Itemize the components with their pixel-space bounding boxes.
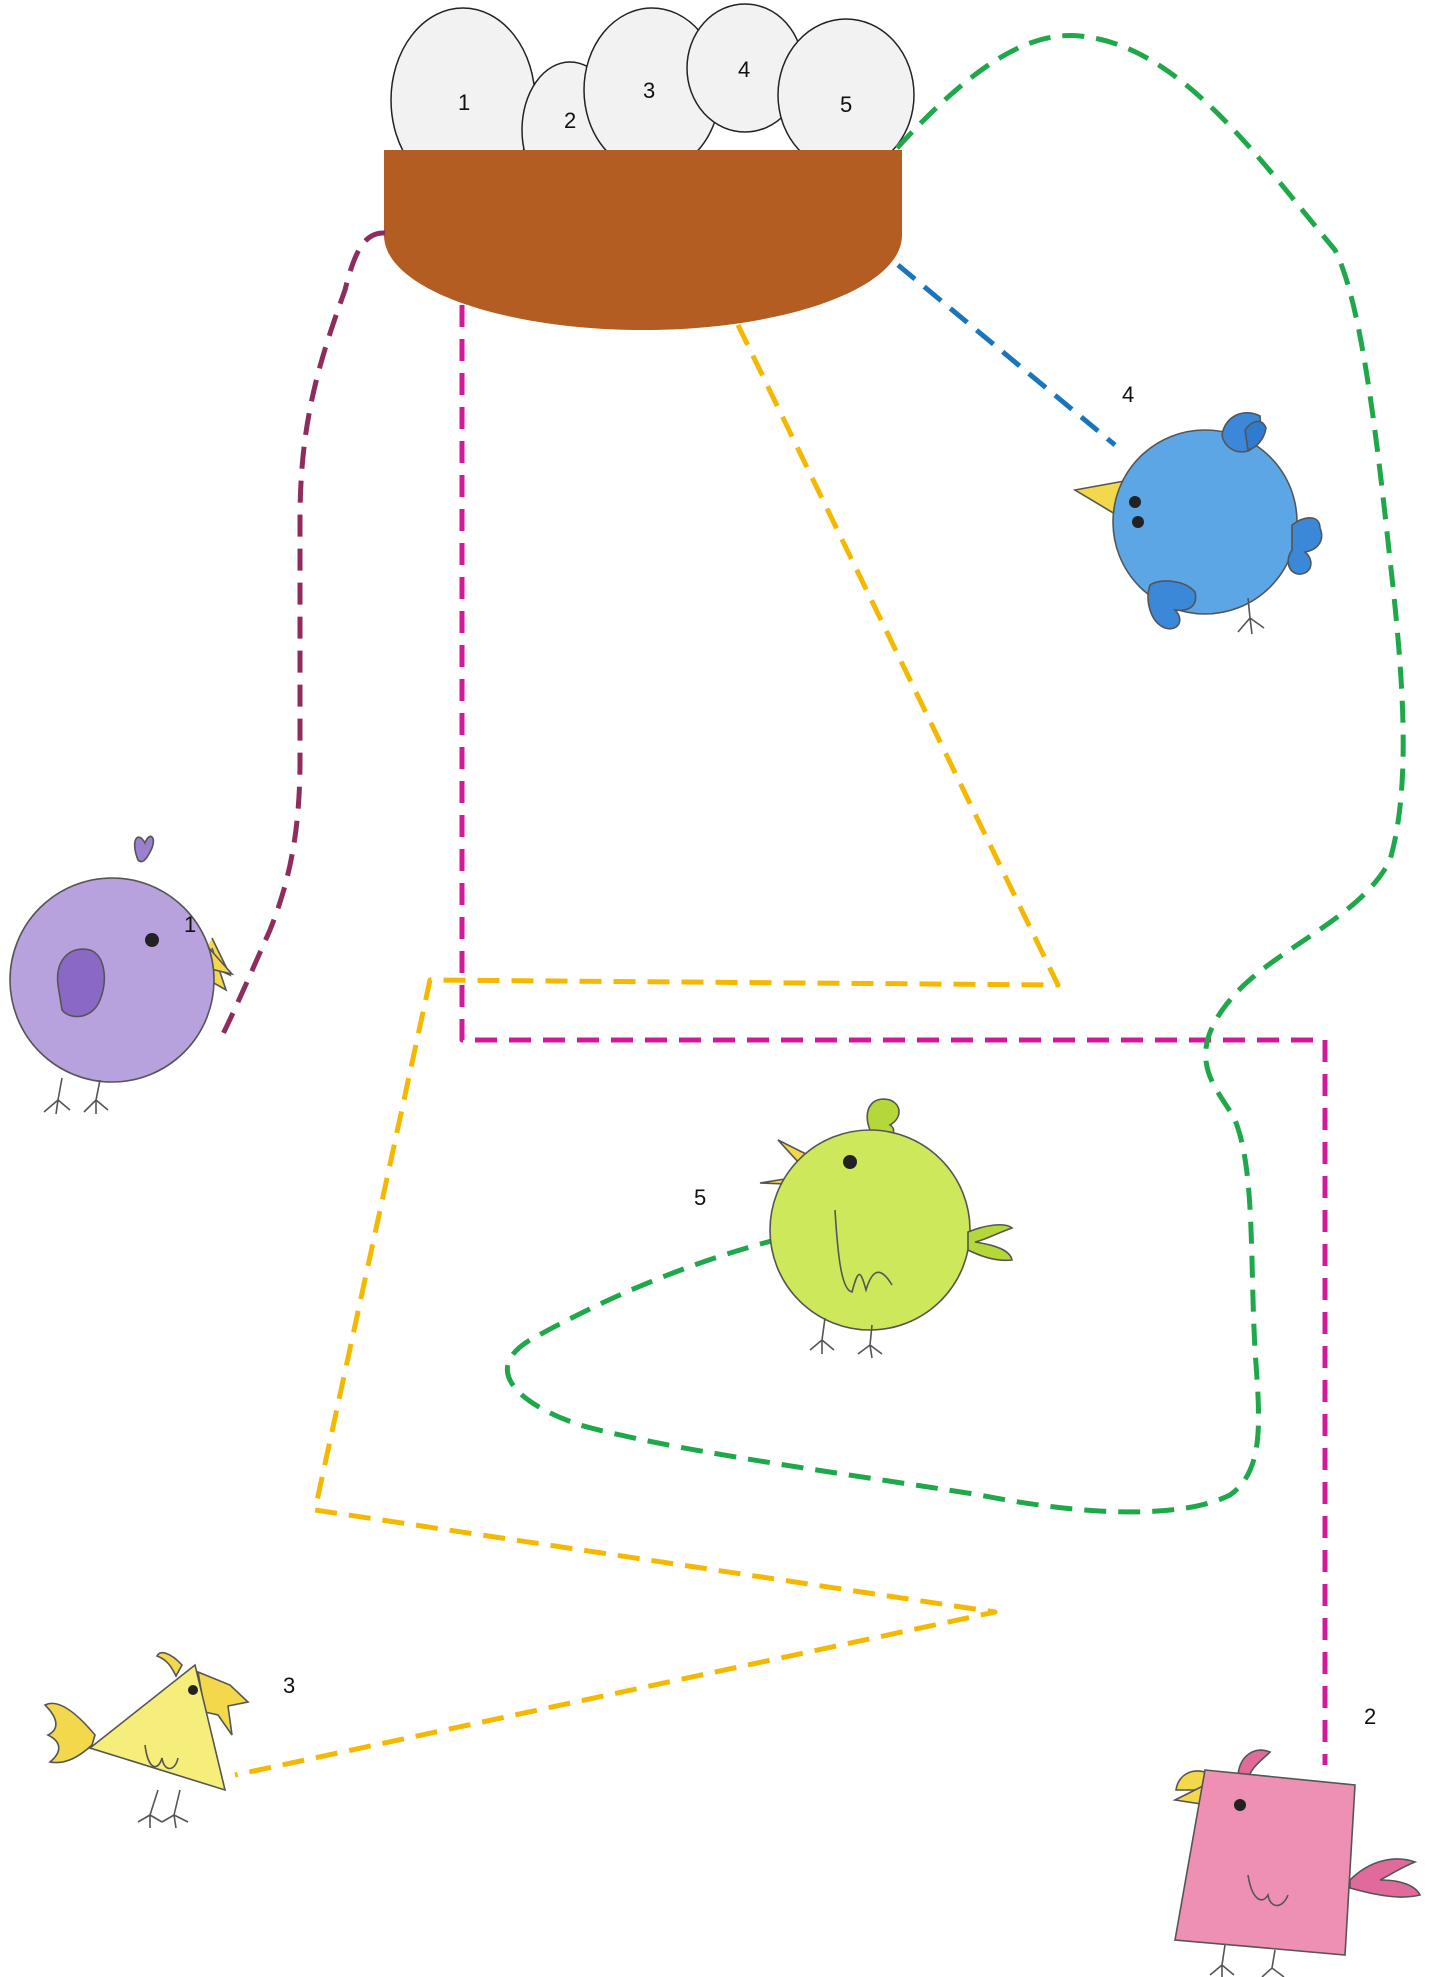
path-bird-4	[896, 263, 1117, 447]
purple-round-bird-icon	[9, 835, 235, 1115]
path-bird-1	[217, 230, 386, 1042]
egg-4-label: 4	[738, 57, 750, 82]
bird-3: 3	[43, 1651, 295, 1829]
bird-5: 5	[694, 1098, 1014, 1359]
path-bird-5	[505, 33, 1406, 1515]
egg-1-label: 1	[458, 90, 470, 115]
maze-paths	[217, 33, 1406, 1778]
egg-2-label: 2	[564, 108, 576, 133]
path-bird-2	[459, 305, 1328, 1765]
bird-4-label: 4	[1122, 382, 1134, 407]
yellow-triangle-bird-icon	[43, 1651, 250, 1829]
bird-4: 4	[1072, 382, 1323, 635]
egg-5: 5	[777, 18, 915, 172]
eggs-group: 1 2 3 4 5	[390, 3, 915, 199]
egg-5-label: 5	[840, 92, 852, 117]
bird-2-label: 2	[1364, 1704, 1376, 1729]
bird-2: 2	[1172, 1704, 1422, 1977]
bird-3-label: 3	[283, 1673, 295, 1698]
nest-icon	[384, 150, 902, 330]
egg-3-label: 3	[643, 78, 655, 103]
pink-square-bird-icon	[1172, 1749, 1422, 1977]
green-round-bird-icon	[759, 1098, 1014, 1359]
egg-3: 3	[583, 7, 721, 173]
bird-1-label: 1	[184, 912, 196, 937]
blue-round-bird-icon	[1072, 411, 1323, 635]
bird-1: 1	[9, 835, 235, 1115]
bird-5-label: 5	[694, 1185, 706, 1210]
path-bird-3	[234, 323, 1061, 1778]
